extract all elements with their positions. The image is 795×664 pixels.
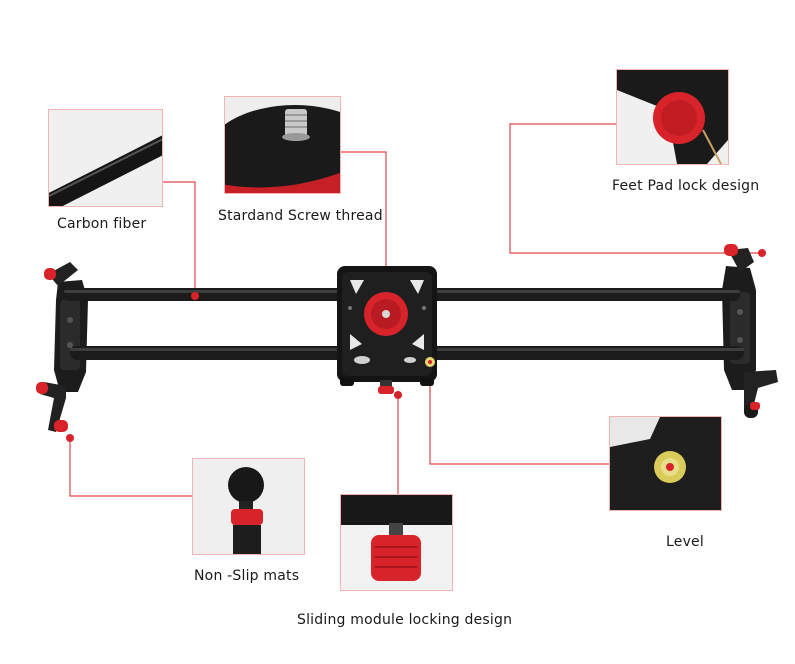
- leader-carbon-fiber: [163, 181, 196, 296]
- leader-lines: [69, 123, 762, 497]
- leader-non-slip: [69, 438, 193, 497]
- leader-level: [429, 362, 610, 465]
- inset-non-slip: [193, 459, 304, 554]
- label-sliding-module: Sliding module locking design: [297, 612, 513, 628]
- label-feet-pad: Feet Pad lock design: [612, 178, 760, 194]
- label-non-slip: Non -Slip mats: [194, 568, 300, 584]
- label-screw-thread: Stardand Screw thread: [218, 208, 383, 224]
- left-end-bracket: [36, 262, 88, 442]
- inset-level: [610, 417, 721, 510]
- label-level: Level: [666, 534, 704, 550]
- inset-carbon-fiber: [49, 110, 162, 206]
- inset-feet-pad: [617, 70, 728, 164]
- leader-screw-thread: [340, 151, 387, 310]
- inset-sliding-module: [341, 495, 452, 590]
- label-carbon-fiber: Carbon fiber: [57, 216, 147, 232]
- inset-screw-thread: [225, 97, 340, 193]
- right-end-bracket: [722, 244, 778, 418]
- carriage: [337, 266, 437, 399]
- leader-feet-pad: [509, 123, 762, 254]
